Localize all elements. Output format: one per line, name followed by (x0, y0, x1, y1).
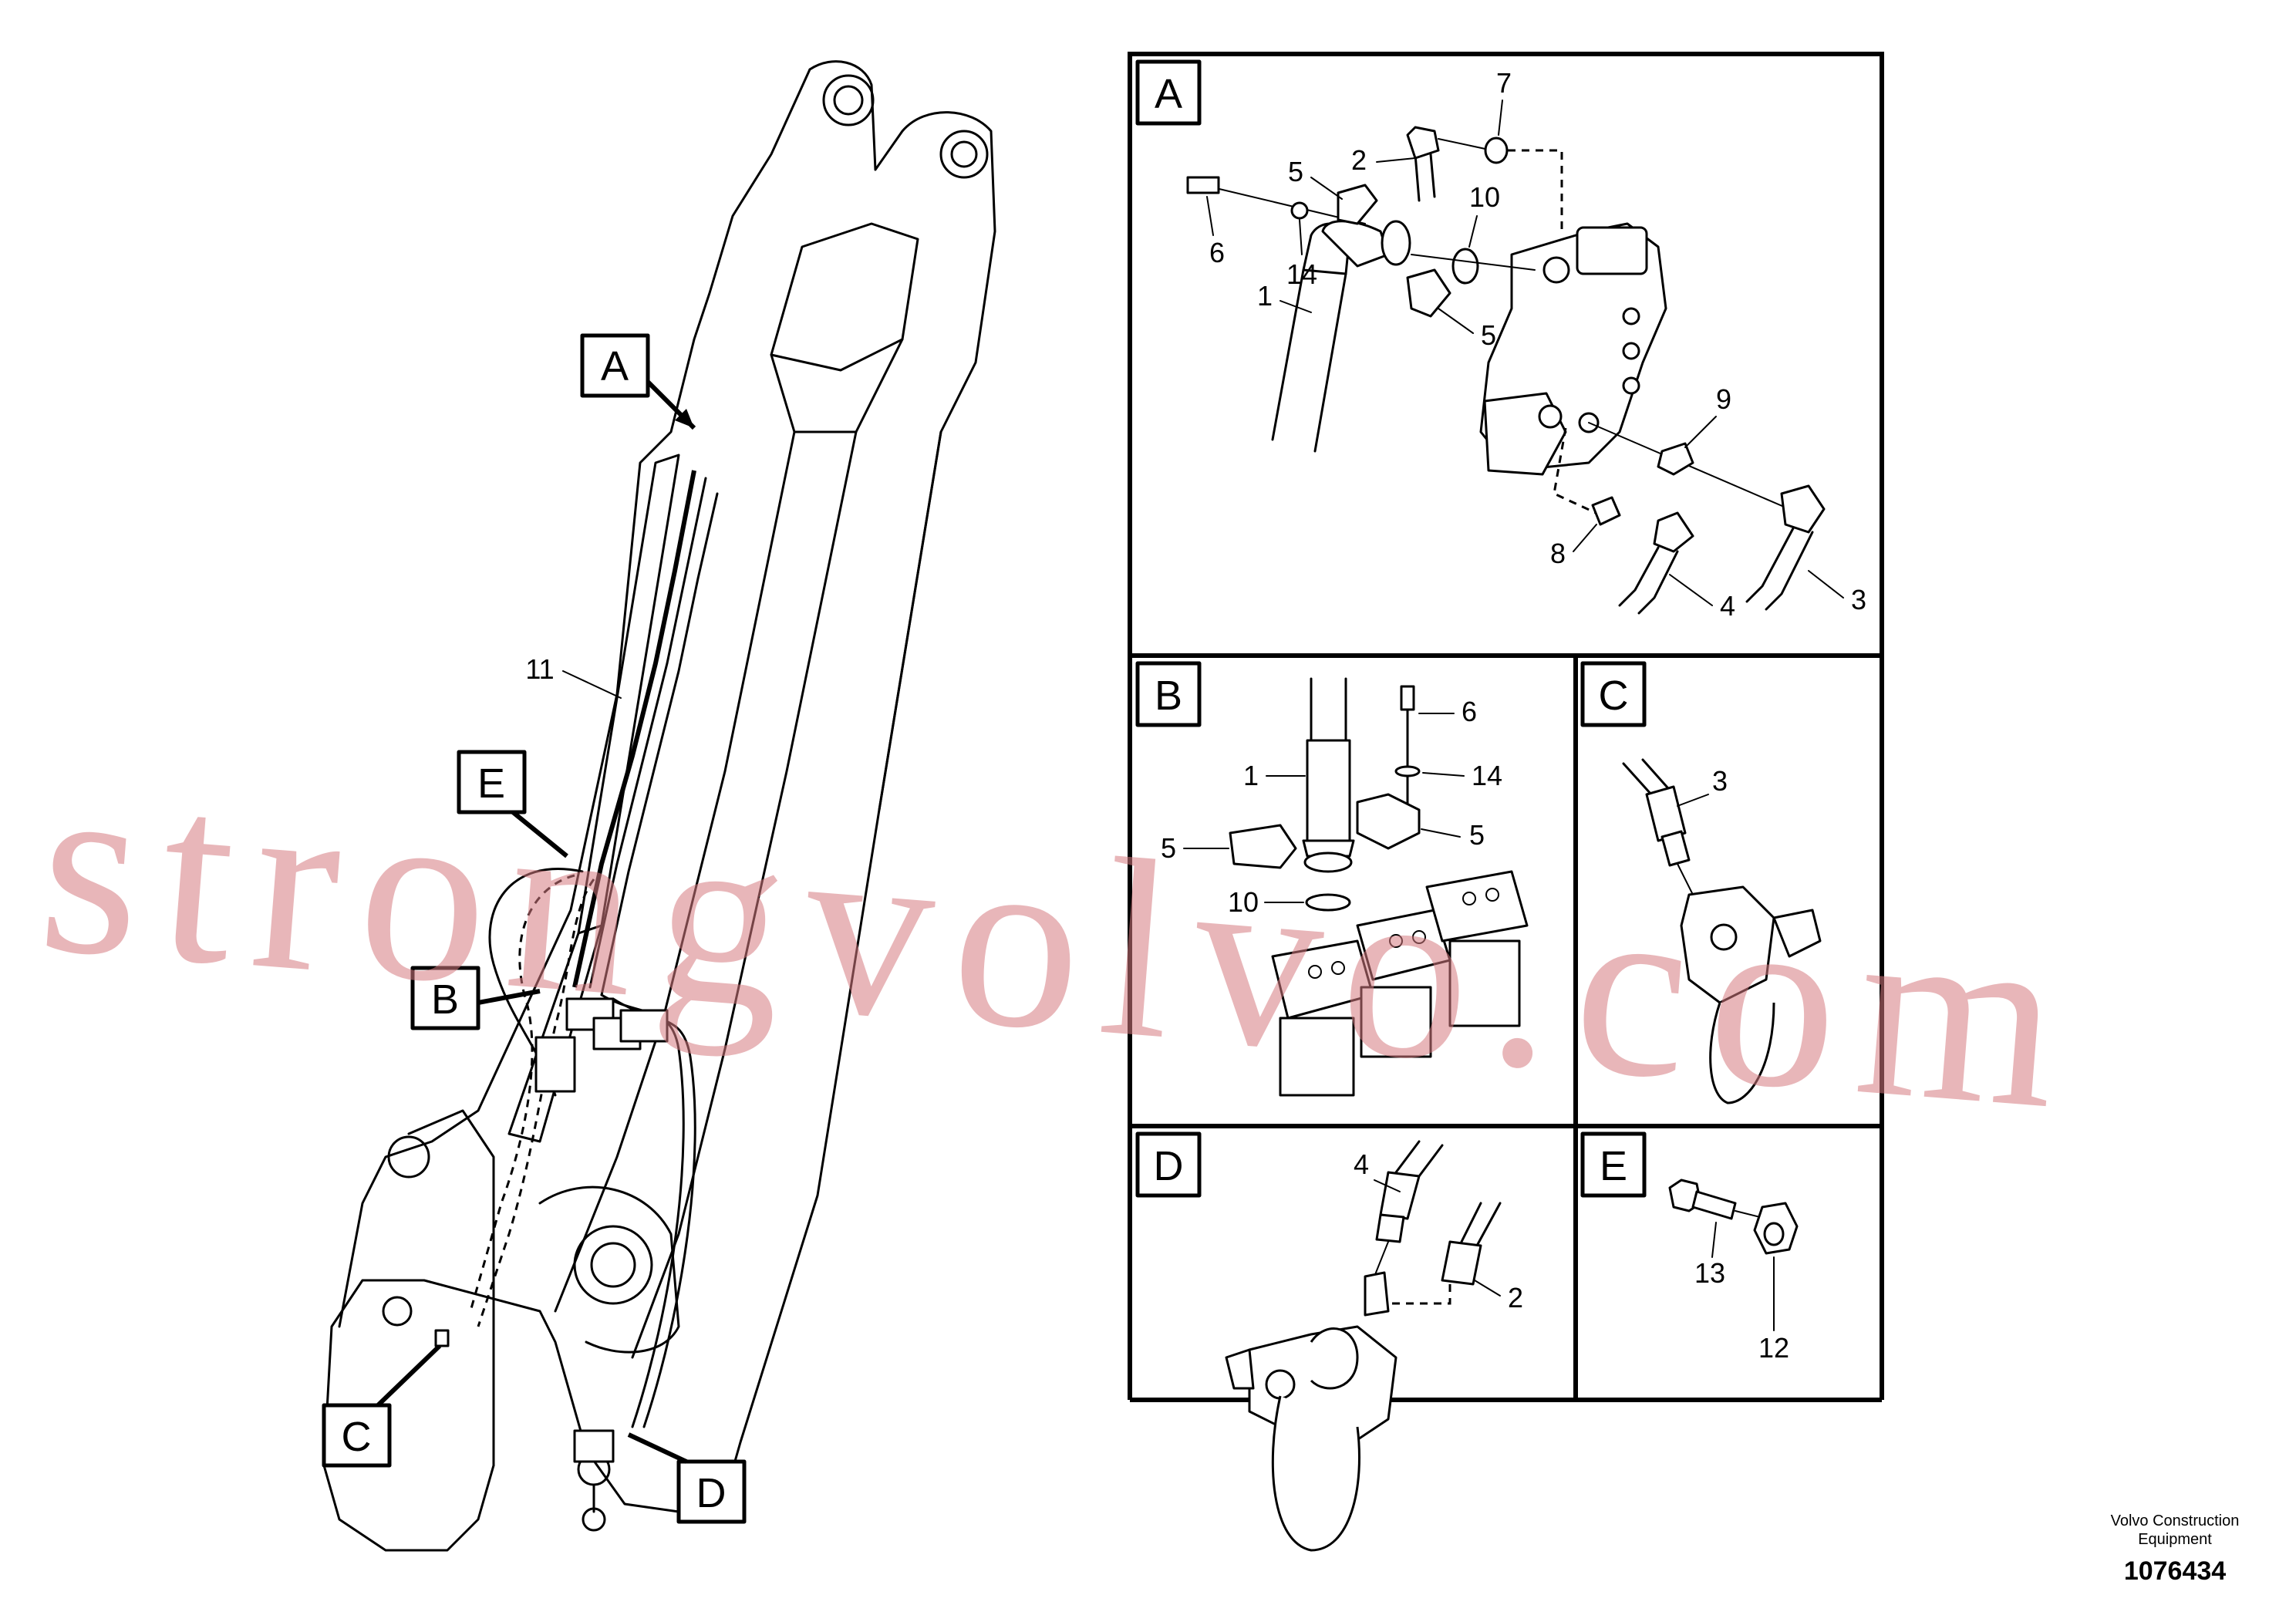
panel-a: A (1135, 59, 1866, 622)
panel-a-label-3: 3 (1851, 584, 1866, 615)
panel-d: D 4 2 (1135, 1131, 1523, 1552)
panel-a-label-4: 4 (1720, 590, 1735, 622)
panel-d-label-4: 4 (1354, 1148, 1369, 1180)
panel-c-label-3: 3 (1712, 765, 1728, 797)
publisher-credit: Volvo Construction Equipment (2082, 1512, 2267, 1549)
panel-b-label-14: 14 (1472, 760, 1502, 791)
callout-a: A (580, 333, 696, 430)
panel-b-label-6: 6 (1462, 696, 1477, 727)
panel-c-title: C (1599, 673, 1629, 719)
callout-b-label: B (431, 976, 459, 1023)
panel-a-label-8: 8 (1550, 538, 1566, 569)
callout-c-label: C (342, 1414, 372, 1460)
panel-e: E 13 12 (1580, 1131, 1799, 1364)
credit-line-1: Volvo Construction (2110, 1512, 2240, 1529)
panel-e-label-12: 12 (1758, 1332, 1789, 1364)
label-11: 11 (525, 653, 554, 685)
panel-b-label-5-left: 5 (1161, 832, 1176, 864)
boom-assembly (322, 60, 996, 1552)
panel-a-label-7: 7 (1496, 67, 1512, 99)
panel-c: C 3 (1580, 661, 1822, 1104)
panel-b-title: B (1155, 673, 1182, 719)
drawing-number: 1076434 (2123, 1556, 2227, 1586)
callout-d: D (627, 1432, 747, 1524)
panel-e-title: E (1600, 1143, 1627, 1189)
credit-line-2: Equipment (2138, 1531, 2212, 1548)
callout-c: C (322, 1329, 450, 1468)
callout-e: E (457, 750, 568, 858)
callout-b: B (410, 966, 541, 1030)
panel-a-title: A (1155, 71, 1182, 117)
callout-e-label: E (477, 760, 505, 807)
panel-a-label-5-lower: 5 (1481, 319, 1496, 351)
panel-a-label-5-upper: 5 (1288, 156, 1303, 187)
panel-d-title: D (1154, 1143, 1184, 1189)
panel-b-label-5-right: 5 (1469, 819, 1485, 851)
panel-a-label-9: 9 (1716, 383, 1731, 415)
panel-e-label-13: 13 (1694, 1257, 1725, 1289)
panel-frames (1128, 52, 1884, 1402)
panel-a-label-6: 6 (1209, 237, 1225, 268)
callout-d-label: D (696, 1470, 727, 1516)
panel-b: B 6 1 14 5 (1135, 661, 1529, 1097)
panel-b-label-10: 10 (1228, 886, 1259, 918)
panel-a-label-14: 14 (1286, 258, 1317, 290)
boom-label-11: 11 (525, 653, 622, 699)
panel-a-label-1: 1 (1257, 280, 1273, 312)
panel-d-label-2: 2 (1508, 1282, 1523, 1313)
panel-a-label-10: 10 (1469, 181, 1500, 213)
panel-b-label-1: 1 (1243, 760, 1259, 791)
callout-a-label: A (601, 343, 629, 389)
panel-a-label-2: 2 (1351, 144, 1367, 176)
